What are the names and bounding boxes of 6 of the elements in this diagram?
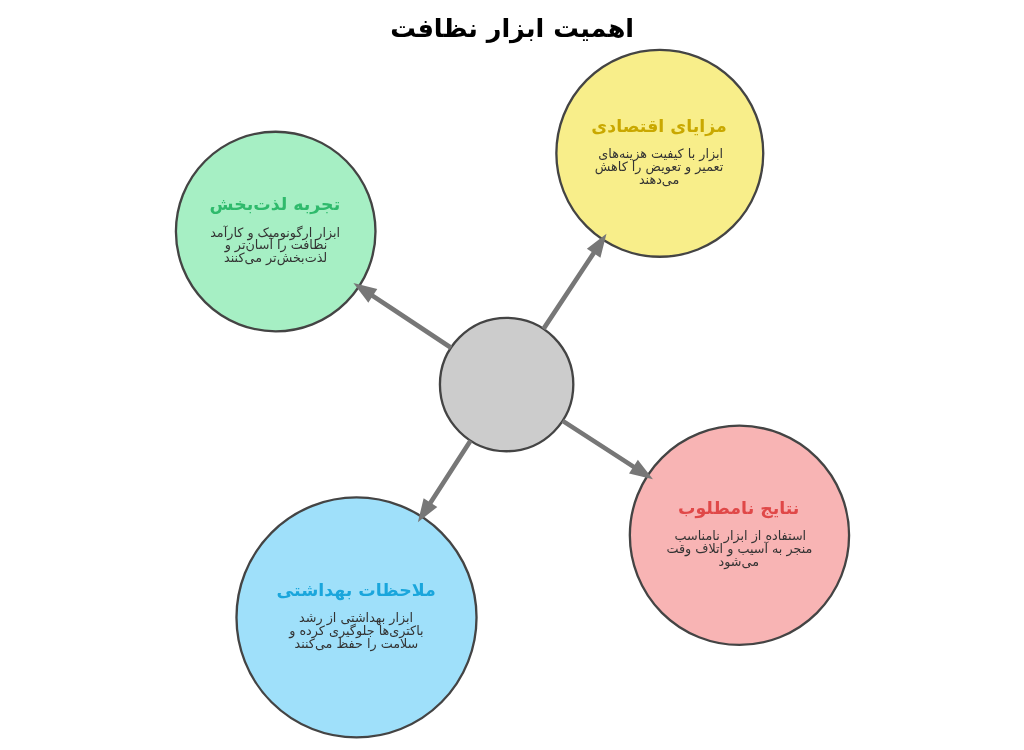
- diagram-title: اهمیت ابزار نظافت: [389, 12, 634, 43]
- arrow: [541, 233, 606, 331]
- arrow: [560, 418, 653, 480]
- arrow: [352, 283, 452, 350]
- arrow: [417, 439, 472, 523]
- node-circle: [438, 316, 574, 453]
